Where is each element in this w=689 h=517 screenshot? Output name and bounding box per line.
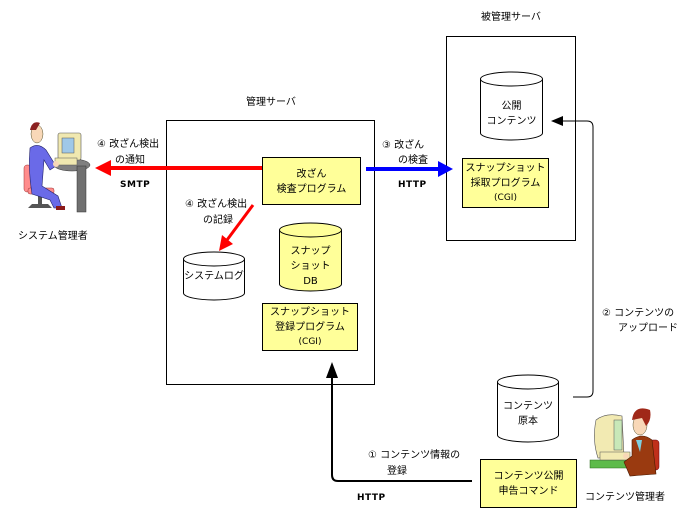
publish-command-box bbox=[480, 459, 577, 508]
tamper-check-program-line: 検査プログラム bbox=[276, 183, 347, 195]
public-contents-cylinder bbox=[480, 71, 543, 141]
snapshot-collect-program-line: (CGI) bbox=[494, 193, 517, 203]
snapshot-collect-program-box bbox=[462, 158, 549, 208]
check-label-line1: ③ 改ざん bbox=[382, 140, 425, 151]
notify-label-line1: ④ 改ざん検出 bbox=[97, 139, 160, 150]
tamper-check-program-box bbox=[262, 157, 361, 205]
management-server-title: 管理サーバ bbox=[246, 97, 296, 108]
system-log-cylinder bbox=[183, 251, 245, 301]
check-protocol: HTTP bbox=[398, 180, 427, 190]
content-admin-illustration bbox=[589, 408, 660, 477]
record-label-line1: ④ 改ざん検出 bbox=[185, 199, 248, 210]
system-log-label: システムログ bbox=[184, 270, 244, 282]
publish-command: コンテンツ公開 申告コマンド bbox=[480, 460, 577, 508]
notify-protocol: SMTP bbox=[120, 180, 151, 190]
snapshot-db-cylinder bbox=[279, 222, 342, 292]
system-admin-illustration bbox=[23, 122, 91, 213]
snapshot-register-program-line: (CGI) bbox=[298, 337, 322, 347]
system-log: システムログ bbox=[183, 268, 245, 284]
register-label-line2: 登録 bbox=[387, 466, 407, 477]
snapshot-collect-program: スナップショット 採取プログラム (CGI) bbox=[462, 159, 549, 208]
check-arrow bbox=[366, 161, 453, 177]
snapshot-db-line: スナップ bbox=[290, 245, 331, 257]
notify-label-line2: の通知 bbox=[115, 155, 145, 166]
snapshot-register-program-box bbox=[262, 303, 358, 351]
record-label-line2: の記録 bbox=[203, 215, 233, 226]
register-arrow bbox=[326, 362, 472, 482]
publish-command-line: コンテンツ公開 bbox=[493, 471, 564, 482]
snapshot-db-line: DB bbox=[303, 275, 318, 287]
snapshot-register-program: スナップショット 登録プログラム (CGI) bbox=[262, 304, 358, 351]
record-arrow bbox=[219, 204, 255, 251]
tamper-check-program-line: 改ざん bbox=[296, 168, 327, 180]
contents-original-line: 原本 bbox=[518, 416, 538, 427]
snapshot-db-line: ショット bbox=[290, 260, 331, 272]
snapshot-collect-program-line: 採取プログラム bbox=[470, 178, 541, 189]
public-contents: 公開 コンテンツ bbox=[480, 98, 543, 130]
public-contents-line: コンテンツ bbox=[486, 116, 537, 127]
upload-arrow bbox=[551, 116, 594, 398]
publish-command-line: 申告コマンド bbox=[498, 486, 559, 497]
upload-label-line2: アップロード bbox=[618, 323, 678, 334]
snapshot-register-program-line: スナップショット bbox=[270, 307, 350, 318]
register-label-line1: ① コンテンツ情報の bbox=[368, 450, 461, 461]
contents-original-cylinder bbox=[497, 374, 559, 443]
register-protocol: HTTP bbox=[357, 493, 386, 503]
notify-arrow bbox=[95, 160, 262, 176]
contents-original: コンテンツ 原本 bbox=[497, 398, 559, 430]
snapshot-register-program-line: 登録プログラム bbox=[275, 322, 345, 333]
system-admin-label: システム管理者 bbox=[18, 231, 88, 242]
tamper-check-program: 改ざん 検査プログラム bbox=[262, 158, 361, 205]
contents-original-line: コンテンツ bbox=[503, 401, 553, 412]
snapshot-collect-program-line: スナップショット bbox=[465, 163, 546, 174]
content-admin-label: コンテンツ管理者 bbox=[585, 492, 665, 503]
upload-label-line1: ② コンテンツの bbox=[602, 308, 675, 319]
public-contents-line: 公開 bbox=[501, 101, 522, 112]
managed-server-title: 被管理サーバ bbox=[481, 12, 541, 23]
snapshot-db: スナップ ショット DB bbox=[279, 242, 342, 290]
check-label-line2: の検査 bbox=[398, 155, 428, 166]
